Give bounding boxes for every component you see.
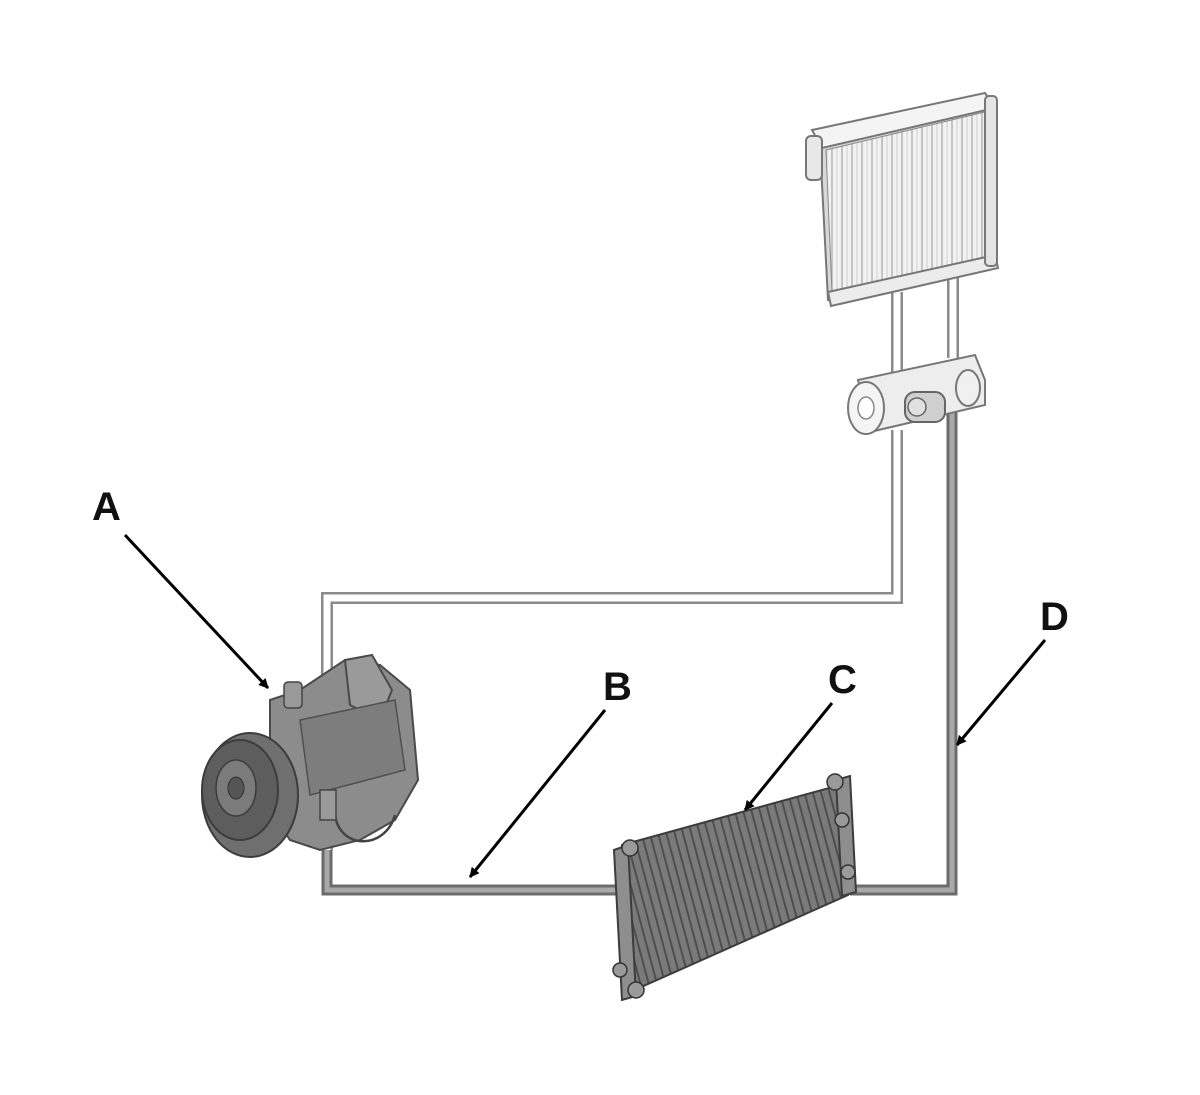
callout-c-arrow [743,702,834,811]
callout-d-arrow [955,639,1047,746]
callout-b-label: B [603,665,632,709]
callout-a-label: A [92,485,121,529]
callout-b: B [468,665,632,878]
callout-b-arrow [468,709,607,878]
discharge-line [321,850,630,896]
expansion-valve [847,353,986,435]
callout-d: D [955,595,1069,746]
liquid-line [850,410,958,896]
callout-a: A [92,485,270,690]
callout-c-label: C [828,658,857,702]
evaporator [805,91,1000,308]
condenser [612,773,858,1002]
callout-d-label: D [1040,595,1069,639]
callout-a-arrow [123,533,270,690]
compressor [201,653,420,858]
evaporator-tubes [891,275,959,375]
callout-c: C [743,658,857,811]
